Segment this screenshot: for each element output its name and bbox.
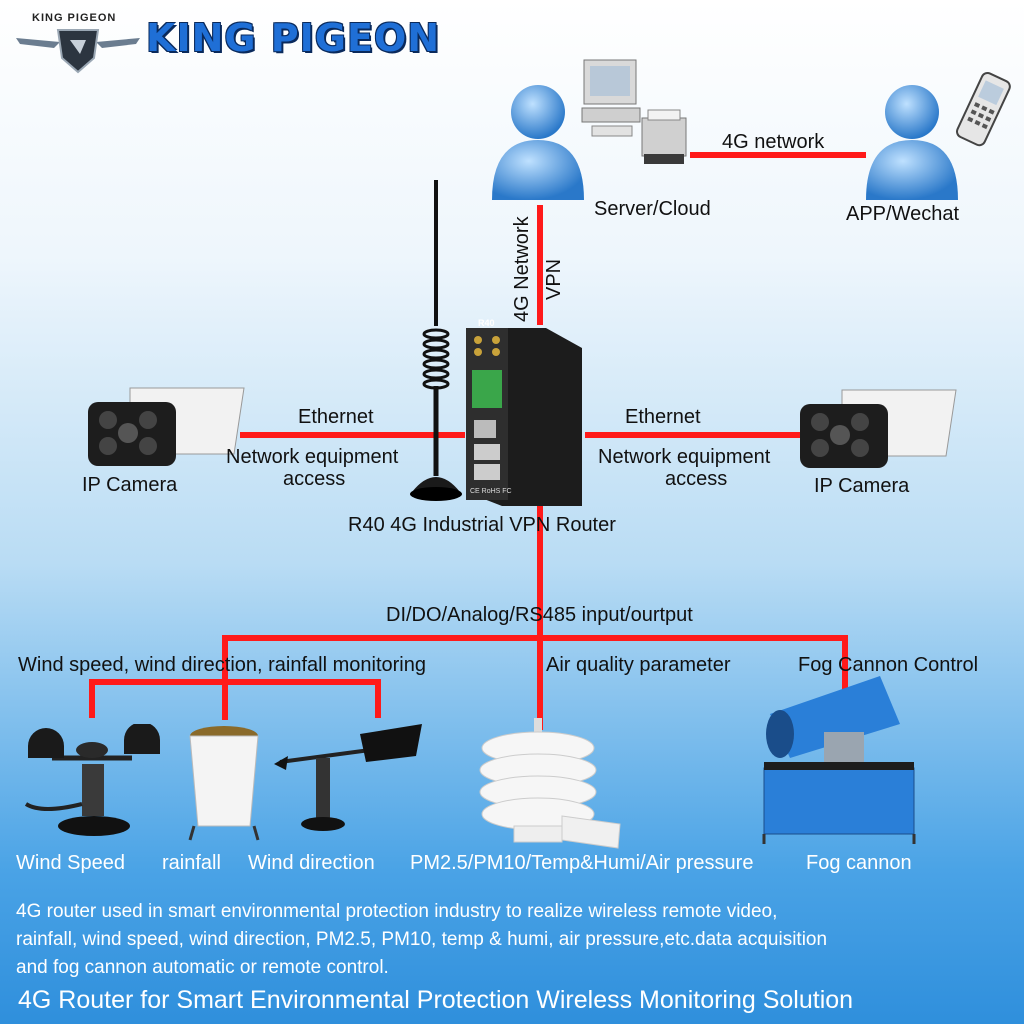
ip-camera-right-icon xyxy=(790,386,960,476)
mobile-phone-icon xyxy=(948,70,1018,150)
r40-router xyxy=(462,322,586,508)
router-label: R40 4G Industrial VPN Router xyxy=(348,514,616,536)
wind-vane-icon xyxy=(270,720,426,836)
ethernet-left-label: Ethernet xyxy=(298,406,374,428)
rainfall-label: rainfall xyxy=(162,852,221,874)
anemometer-icon xyxy=(12,722,172,840)
air-quality-sensor-icon xyxy=(474,718,624,852)
access-right-label: access xyxy=(665,468,728,490)
air-quality-label: Air quality parameter xyxy=(546,654,731,676)
vertical-4g-network-label: 4G Network xyxy=(511,216,533,322)
fog-cannon-control-label: Fog Cannon Control xyxy=(798,654,979,676)
brand-small-text: KING PIGEON xyxy=(32,12,117,24)
brand-title: KING PIGEON xyxy=(146,16,441,60)
app-user-icon xyxy=(862,82,962,202)
ethernet-right-label: Ethernet xyxy=(625,406,701,428)
wind-group-label: Wind speed, wind direction, rainfall mon… xyxy=(18,654,426,676)
network-equipment-left-label: Network equipment xyxy=(226,446,399,468)
vpn-label: VPN xyxy=(543,258,565,300)
description-line: 4G router used in smart environmental pr… xyxy=(16,901,778,922)
ip-camera-left-label: IP Camera xyxy=(82,474,178,496)
ip-camera-left-icon xyxy=(78,384,248,474)
pm-sensor-label: PM2.5/PM10/Temp&Humi/Air pressure xyxy=(410,852,754,874)
computer-printer-icon xyxy=(572,54,692,174)
description-line: rainfall, wind speed, wind direction, PM… xyxy=(16,929,828,950)
wind-speed-label: Wind Speed xyxy=(16,852,125,874)
fog-cannon-icon xyxy=(760,676,920,848)
io-label: DI/DO/Analog/RS485 input/ourtput xyxy=(386,604,693,626)
rain-gauge-icon xyxy=(184,722,264,842)
fog-cannon-label: Fog cannon xyxy=(806,852,912,874)
router-certification-marks: CE RoHS FC xyxy=(470,488,512,495)
4g-network-label: 4G network xyxy=(722,131,825,153)
antenna-icon xyxy=(408,176,466,506)
server-cloud-label: Server/Cloud xyxy=(594,198,711,220)
description: 4G router used in smart environmental pr… xyxy=(16,898,1016,982)
app-wechat-label: APP/Wechat xyxy=(846,203,960,225)
king-pigeon-logo xyxy=(14,24,142,74)
wind-direction-label: Wind direction xyxy=(248,852,375,874)
ip-camera-right-label: IP Camera xyxy=(814,475,910,497)
footer-title: 4G Router for Smart Environmental Protec… xyxy=(18,986,854,1014)
router-badge: R40 xyxy=(478,318,495,328)
description-line: and fog cannon automatic or remote contr… xyxy=(16,957,389,978)
access-left-label: access xyxy=(283,468,346,490)
server-user-icon xyxy=(488,82,588,202)
network-equipment-right-label: Network equipment xyxy=(598,446,771,468)
